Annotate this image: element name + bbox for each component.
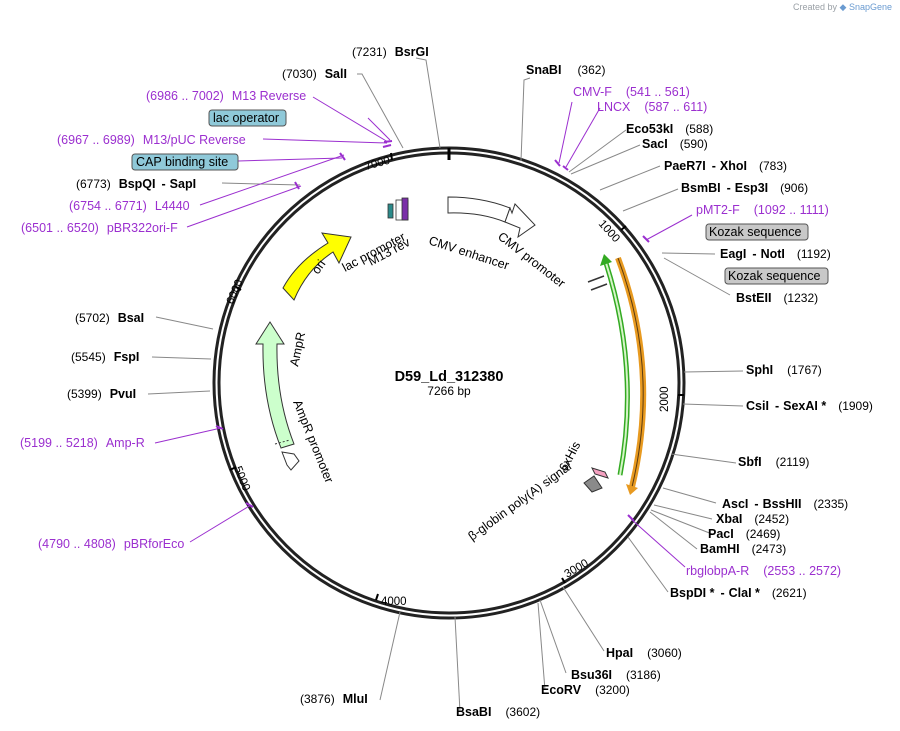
bglobin-box (583, 475, 603, 493)
enzyme-labels: (7231)BsrGI (7030)SalI SnaBI(362) Eco53k… (67, 45, 873, 719)
primer-labels: (6986 .. 7002)M13 Reverse (6967 .. 6989)… (20, 85, 841, 578)
enzyme-label-bsteii[interactable]: BstEII(1232) (736, 291, 818, 305)
backbone (212, 146, 686, 620)
enzyme-label-ecorv[interactable]: EcoRV(3200) (541, 683, 630, 697)
plasmid-name: D59_Ld_312380 (395, 369, 504, 385)
enzyme-label-bamhi[interactable]: BamHI(2473) (700, 542, 786, 556)
primer-label-amp-r[interactable]: (5199 .. 5218)Amp-R (20, 436, 145, 450)
m13-box (401, 197, 409, 221)
tick-label: 4000 (381, 596, 407, 608)
enzyme-label-mlui[interactable]: (3876)MluI (300, 692, 368, 706)
cmv-promoter-arrow (504, 203, 536, 239)
enzyme-label-saci[interactable]: SacI(590) (642, 137, 708, 151)
svg-text:lac operator: lac operator (213, 111, 279, 125)
enzyme-label-bspdi[interactable]: BspDI *-ClaI *(2621) (670, 586, 807, 600)
enzyme-label-paci[interactable]: PacI(2469) (708, 527, 780, 541)
orf-orange-inner (617, 257, 644, 488)
tag-lac-operator[interactable]: lac operator (208, 109, 287, 127)
enzyme-label-bsu36i[interactable]: Bsu36I(3186) (571, 668, 661, 682)
orf-orange-head (626, 484, 638, 495)
primer-label-lncx[interactable]: LNCX(587 .. 611) (597, 100, 707, 114)
tag-kozak-2[interactable]: Kozak sequence (724, 267, 829, 285)
primer-label-cmv-f[interactable]: CMV-F(541 .. 561) (573, 85, 690, 99)
tag-kozak-1[interactable]: Kozak sequence (705, 223, 809, 241)
enzyme-label-bsai[interactable]: (5702)BsaI (75, 311, 144, 325)
credit-brand: SnapGene (848, 2, 892, 12)
primer-label-rbglobpa-r[interactable]: rbglobpA-R(2553 .. 2572) (686, 564, 841, 578)
enzyme-label-snabi[interactable]: SnaBI(362) (526, 63, 605, 77)
orf-green-inner (605, 262, 629, 476)
snapgene-credit: Created by ◆ SnapGene (793, 2, 892, 13)
snapgene-logo: ◆ SnapGene (839, 2, 892, 12)
primer-label-pbrforeco[interactable]: (4790 .. 4808)pBRforEco (38, 537, 184, 551)
enzyme-label-xbai[interactable]: XbaI(2452) (716, 512, 789, 526)
tick-label: 3000 (563, 557, 591, 580)
enzyme-label-asci[interactable]: AscI-BssHII(2335) (722, 497, 848, 511)
tick-label: 7000 (364, 155, 392, 173)
svg-text:Kozak sequence: Kozak sequence (709, 225, 801, 239)
credit-prefix: Created by (792, 2, 838, 12)
enzyme-label-fspi[interactable]: (5545)FspI (71, 350, 139, 364)
tick-label: 1000 (596, 218, 622, 245)
his6-arrow (591, 467, 609, 479)
enzyme-label-sali[interactable]: (7030)SalI (282, 67, 347, 81)
primer-leaders (154, 96, 693, 568)
enzyme-label-csii[interactable]: CsiI-SexAI *(1909) (746, 399, 873, 413)
enzyme-label-eco53ki[interactable]: Eco53kI(588) (626, 122, 713, 136)
plasmid-length: 7266 bp (427, 384, 471, 398)
ori-arrow (282, 232, 352, 301)
lac-promoter-box (387, 203, 394, 219)
ori-label: ori (309, 257, 328, 276)
bglobin-label: β-globin poly(A) signal (466, 459, 574, 543)
enzyme-leaders (147, 57, 744, 713)
tick-label: 2000 (659, 386, 671, 412)
ampr-label: AmpR (287, 331, 308, 368)
enzyme-label-eagi[interactable]: EagI-NotI(1192) (720, 247, 831, 261)
site-mark (587, 275, 605, 283)
orf-green-head (600, 254, 612, 266)
enzyme-label-pvui[interactable]: (5399)PvuI (67, 387, 136, 401)
ampr-promoter-label: AmpR promoter (290, 398, 336, 485)
ampr-arrow (255, 321, 295, 449)
primer-label-m13-reverse[interactable]: (6986 .. 7002)M13 Reverse (146, 89, 306, 103)
enzyme-label-bsrgi[interactable]: (7231)BsrGI (352, 45, 429, 59)
site-mark (590, 283, 608, 291)
ampr-dash (274, 439, 291, 445)
tag-cap-binding-site[interactable]: CAP binding site (131, 153, 239, 171)
enzyme-label-bsabi[interactable]: BsaBI(3602) (456, 705, 540, 719)
enzyme-label-sbfi[interactable]: SbfI(2119) (738, 455, 809, 469)
enzyme-label-sphi[interactable]: SphI(1767) (746, 363, 822, 377)
enzyme-label-bspqi[interactable]: (6773)BspQI-SapI (76, 177, 196, 191)
enzyme-label-paer7i[interactable]: PaeR7I-XhoI(783) (664, 159, 787, 173)
primer-label-pbr322ori-f[interactable]: (6501 .. 6520)pBR322ori-F (21, 221, 178, 235)
tick-label: 6000 (225, 278, 246, 306)
primer-markers (215, 140, 650, 522)
primer-label-m13-puc-reverse[interactable]: (6967 .. 6989)M13/pUC Reverse (57, 133, 246, 147)
svg-text:CAP binding site: CAP binding site (136, 155, 228, 169)
ampr-promoter-arrow (281, 451, 300, 471)
enzyme-label-hpai[interactable]: HpaI(3060) (606, 646, 682, 660)
enzyme-label-bsmbi[interactable]: BsmBI-Esp3I(906) (681, 181, 808, 195)
primer-label-pmt2-f[interactable]: pMT2-F(1092 .. 1111) (696, 203, 829, 217)
svg-text:Kozak sequence: Kozak sequence (728, 269, 820, 283)
primer-label-l4440[interactable]: (6754 .. 6771)L4440 (69, 199, 190, 213)
cmv-enhancer-arrow (447, 196, 511, 223)
